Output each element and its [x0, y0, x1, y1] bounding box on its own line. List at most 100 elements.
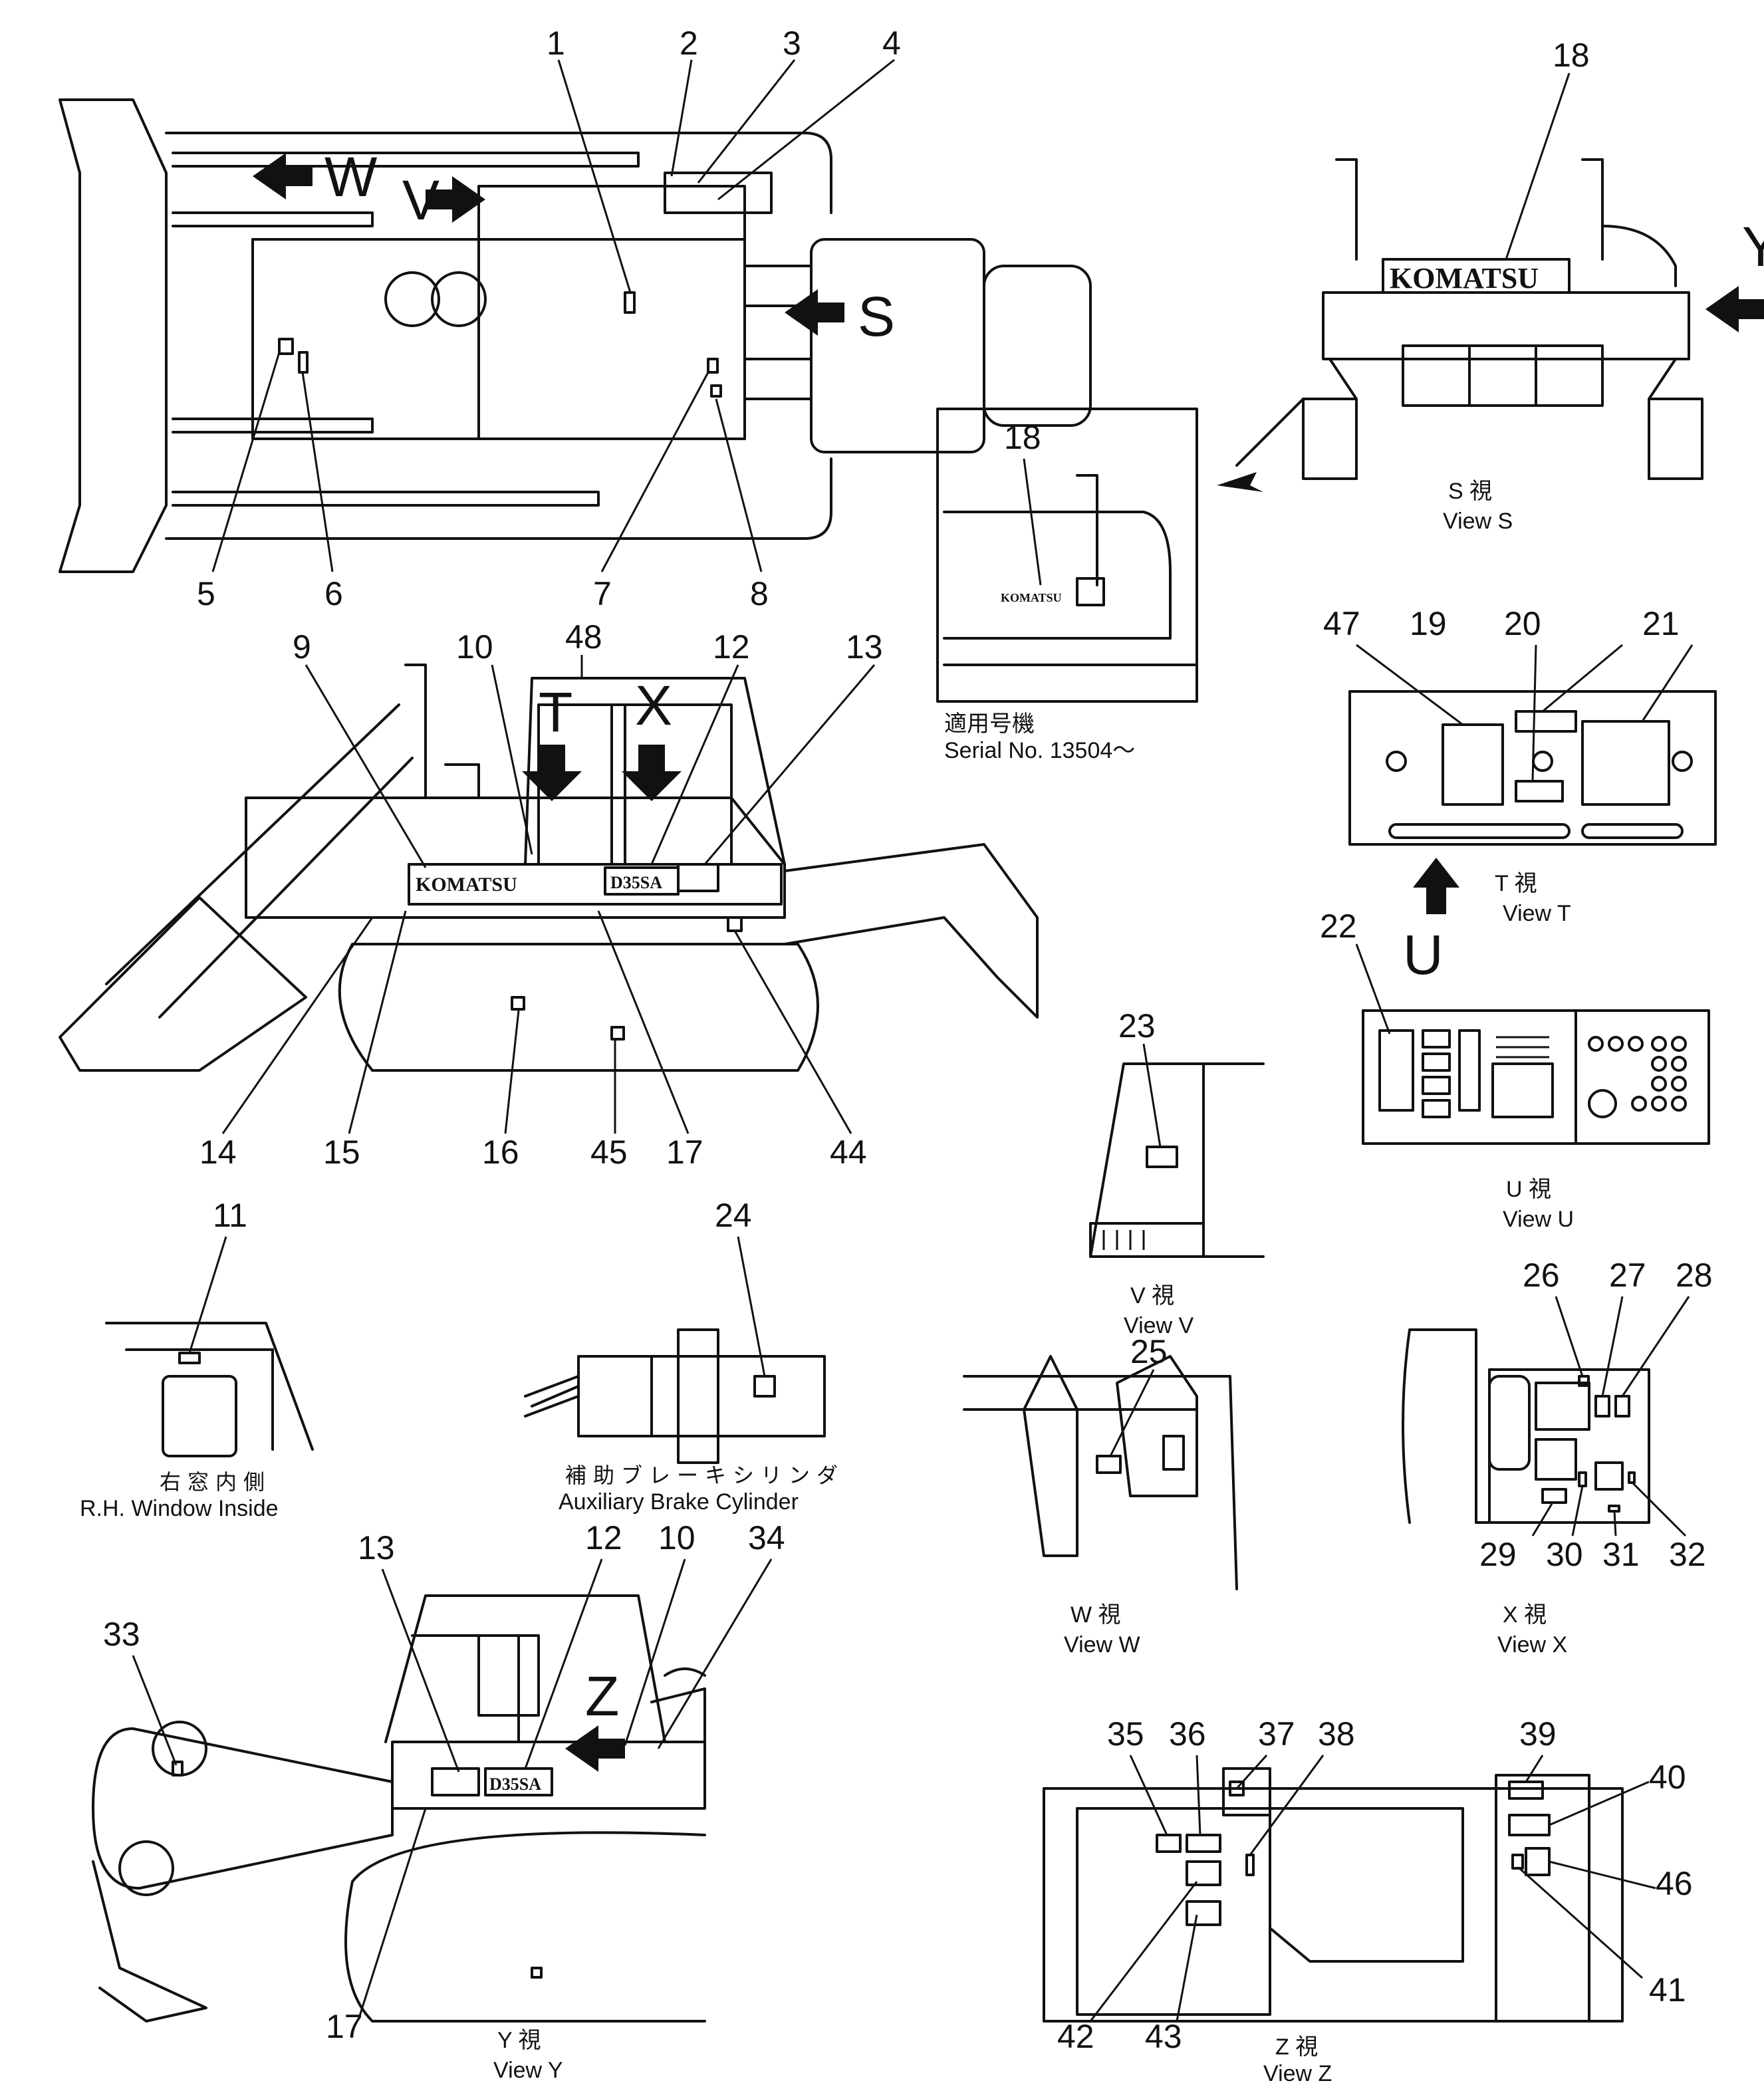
komatsu-logo-s: KOMATSU	[1390, 262, 1539, 295]
callout-24: 24	[715, 1197, 752, 1234]
view-t-en: View T	[1503, 901, 1571, 926]
view-letter-s: S	[858, 285, 895, 348]
callout-44: 44	[830, 1134, 867, 1171]
callout-8: 8	[750, 575, 769, 612]
serial-en: Serial No. 13504～	[944, 738, 1135, 763]
view-letter-z: Z	[585, 1665, 619, 1727]
callout-19: 19	[1410, 605, 1447, 642]
view-s-jp: S 視	[1448, 479, 1492, 504]
callout-6: 6	[324, 575, 343, 612]
view-v: 23 V 視 View V	[1089, 1007, 1265, 1338]
top-view: W V S 1 2 3 4 5 6 7 8	[59, 25, 1092, 612]
view-x-jp: X 視	[1503, 1602, 1547, 1628]
callout-27: 27	[1609, 1257, 1646, 1294]
callout-10: 10	[456, 628, 493, 666]
view-v-jp: V 視	[1130, 1283, 1174, 1308]
callout-1: 1	[547, 25, 565, 62]
callout-13-y: 13	[358, 1529, 395, 1566]
callout-45: 45	[590, 1134, 628, 1171]
rh-window: 11 右窓内側 R.H. Window Inside	[80, 1197, 314, 1521]
view-letter-w: W	[324, 146, 377, 208]
view-t-jp: T 視	[1495, 871, 1537, 896]
callout-4: 4	[882, 25, 901, 62]
view-letter-u: U	[1403, 923, 1444, 986]
aux-brake-cylinder: 24 補助ブレーキシリンダ Auxiliary Brake Cylinder	[524, 1197, 844, 1515]
callout-33: 33	[103, 1616, 140, 1653]
view-t: 47 19 20 21 U T 視 View T	[1323, 605, 1717, 986]
callout-12: 12	[713, 628, 750, 666]
callout-21: 21	[1642, 605, 1680, 642]
aux-brake-jp: 補助ブレーキシリンダ	[565, 1463, 844, 1488]
callout-42: 42	[1057, 2018, 1094, 2055]
view-s-en: View S	[1443, 509, 1513, 534]
view-u-en: View U	[1503, 1207, 1574, 1232]
serial-inset: KOMATSU 18 適用号機 Serial No. 13504～	[936, 408, 1198, 763]
callout-32: 32	[1669, 1536, 1706, 1573]
callout-20: 20	[1504, 605, 1541, 642]
model-side-label: D35SA	[610, 873, 662, 892]
view-letter-x: X	[635, 674, 672, 737]
callout-47: 47	[1323, 605, 1360, 642]
callout-30: 30	[1546, 1536, 1583, 1573]
callout-43: 43	[1145, 2018, 1182, 2055]
callout-17-y: 17	[326, 2008, 363, 2045]
view-z-en: View Z	[1263, 2061, 1332, 2085]
view-w-jp: W 視	[1071, 1602, 1121, 1628]
view-x-en: View X	[1497, 1632, 1567, 1657]
view-y: D35SA Z 33 13 12 10 34 17 Y 視 View Y	[92, 1519, 785, 2083]
callout-11: 11	[213, 1197, 247, 1234]
callout-38: 38	[1318, 1715, 1355, 1753]
callout-39: 39	[1519, 1715, 1557, 1753]
callout-12-y: 12	[585, 1519, 622, 1556]
view-y-en: View Y	[493, 2058, 563, 2083]
callout-46: 46	[1656, 1865, 1693, 1902]
callout-18-inset: 18	[1004, 419, 1041, 456]
komatsu-logo-inset: KOMATSU	[1001, 591, 1062, 604]
view-v-en: View V	[1124, 1313, 1194, 1338]
view-z-jp: Z 視	[1275, 2034, 1318, 2060]
rh-window-en: R.H. Window Inside	[80, 1496, 279, 1521]
callout-18: 18	[1553, 37, 1590, 74]
komatsu-side-label: KOMATSU	[416, 874, 517, 896]
model-y-label: D35SA	[489, 1775, 541, 1794]
callout-22: 22	[1320, 908, 1357, 945]
callout-9: 9	[293, 628, 311, 666]
callout-36: 36	[1169, 1715, 1206, 1753]
view-u: 22 U 視 View U	[1320, 908, 1710, 1232]
callout-34: 34	[748, 1519, 785, 1556]
callout-35: 35	[1107, 1715, 1144, 1753]
callout-29: 29	[1479, 1536, 1517, 1573]
callout-10-y: 10	[658, 1519, 695, 1556]
callout-28: 28	[1676, 1257, 1713, 1294]
view-x: 26 27 28 29 30 31 32 X 視 View X	[1402, 1257, 1713, 1657]
callout-23: 23	[1118, 1007, 1156, 1044]
view-w-en: View W	[1064, 1632, 1140, 1657]
serial-jp: 適用号機	[944, 711, 1035, 737]
callout-14: 14	[199, 1134, 237, 1171]
aux-brake-en: Auxiliary Brake Cylinder	[559, 1489, 799, 1515]
view-letter-y-pointer: Y	[1742, 215, 1764, 278]
view-y-jp: Y 視	[497, 2028, 541, 2053]
view-u-jp: U 視	[1506, 1177, 1551, 1202]
view-w: 25 W 視 View W	[963, 1333, 1238, 1657]
callout-40: 40	[1649, 1759, 1686, 1796]
callout-16: 16	[482, 1134, 519, 1171]
view-s: KOMATSU Y 18 S 視 View S	[1217, 37, 1764, 534]
callout-7: 7	[593, 575, 612, 612]
callout-5: 5	[197, 575, 215, 612]
view-letter-t: T	[539, 681, 572, 743]
callout-15: 15	[323, 1134, 360, 1171]
callout-2: 2	[680, 25, 698, 62]
callout-13: 13	[846, 628, 883, 666]
callout-17: 17	[666, 1134, 703, 1171]
callout-31: 31	[1602, 1536, 1640, 1573]
callout-37: 37	[1258, 1715, 1295, 1753]
callout-25: 25	[1130, 1333, 1168, 1370]
callout-48: 48	[565, 618, 602, 656]
view-z: 35 36 37 38 39 40 46 41 42 43 Z 視 View Z	[1043, 1715, 1693, 2085]
side-view: KOMATSU D35SA T X 9 10 48 12 13 14 15 16…	[59, 618, 1039, 1171]
rh-window-jp: 右窓内側	[160, 1469, 271, 1495]
callout-3: 3	[783, 25, 801, 62]
callout-26: 26	[1523, 1257, 1560, 1294]
